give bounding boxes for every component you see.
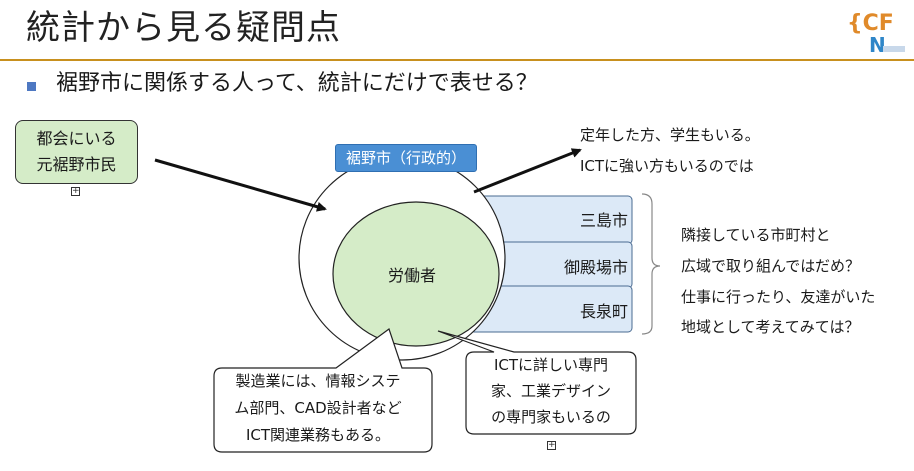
cf-numazu-logo: {CF N [847,11,905,56]
callout-experts-text: ICTに詳しい専門 家、工業デザイン の専門家もいるの [468,352,634,430]
city-label-nagaizumi: 長泉町 [579,302,628,321]
arrow-former-residents [154,158,327,212]
workers-label: 労働者 [387,266,436,285]
arrow-retirees-students [473,148,582,194]
logo-text-top: {CF [847,11,894,36]
callout-manufacturing-bubble [213,328,433,453]
note-region-line2: 広域で取り組んではだめ？ [681,257,860,275]
city-label-mishima: 三島市 [579,211,628,230]
callout-experts-line1: ICTに詳しい専門 [493,356,609,374]
note-region-line4: 地域として考えてみては？ [681,318,860,336]
expand-icon[interactable]: + [71,186,80,196]
note-retirees-line2: ICTに強い方もいるのでは [580,157,754,175]
logo-text-bottom: N [869,33,886,56]
former-residents-line2: 元裾野市民 [36,155,117,174]
expand-icon[interactable]: + [547,440,556,450]
note-region-line3: 仕事に行ったり、友達がいた [681,288,876,306]
susono-city-label: 裾野市（行政的） [335,144,477,172]
bullet-square-icon [27,82,36,91]
callout-experts-bubble [437,330,637,435]
callout-manufacturing-line2: ム部門、CAD設計者など [234,399,402,417]
former-residents-box: 都会にいる 元裾野市民 [15,120,138,184]
logo-bar-shape [883,46,905,52]
slide-title: 統計から見る疑問点 [26,8,341,48]
callout-manufacturing-line3: ICT関連業務もある。 [245,426,391,444]
note-region-line1: 隣接している市町村と [681,226,831,244]
former-residents-line1: 都会にいる [36,129,117,148]
title-underline [0,59,914,61]
callout-manufacturing-text: 製造業には、情報システ ム部門、CAD設計者など ICT関連業務もある。 [218,368,418,449]
workers-circle [332,201,500,347]
callout-manufacturing-line1: 製造業には、情報システ [235,372,401,390]
callout-experts-line2: 家、工業デザイン [490,382,611,400]
bullet-question: 裾野市に関係する人って、統計にだけで表せる？ [56,71,538,96]
city-label-gotemba: 御殿場市 [563,258,628,277]
callout-experts-line3: の専門家もいるの [491,408,611,426]
note-retirees-line1: 定年した方、学生もいる。 [580,126,760,144]
right-brace [641,193,661,335]
